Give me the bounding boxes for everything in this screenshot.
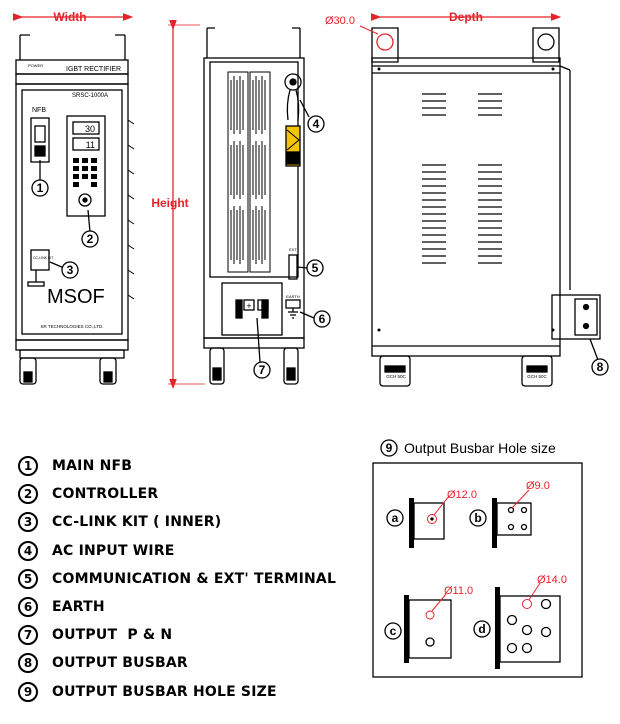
callout-7-number: 7: [259, 363, 266, 377]
legend-text: OUTPUT P & N: [52, 627, 173, 644]
p-symbol: +: [246, 301, 251, 311]
output-pn-box: [221, 282, 283, 336]
caster-left: [19, 357, 37, 385]
cc-link-box: [30, 249, 50, 271]
busbar-title-number: 9: [386, 441, 393, 455]
legend-item: 7 OUTPUT P & N: [18, 621, 348, 649]
brand-label: MSOF: [47, 286, 105, 308]
callout-2-number: 2: [87, 232, 94, 246]
busbar-letter-b: b: [474, 511, 481, 525]
busbar-title-number-circle: [380, 439, 398, 457]
callout-5: [306, 259, 324, 277]
company-label: SR TECHNOLOGIES CO.,LTD.: [40, 324, 103, 329]
legend-number: 5: [18, 568, 38, 589]
callout-5-number: 5: [312, 261, 319, 275]
busbar-size-b: Ø9.0: [526, 480, 550, 492]
callout-6-number: 6: [319, 312, 326, 326]
ext-label: EXT: [289, 247, 297, 252]
legend-item: 4 AC INPUT WIRE: [18, 537, 348, 565]
legend-number: 1: [18, 456, 38, 477]
busbar-panel-frame: [372, 462, 583, 678]
ac-input-gland: [284, 73, 302, 91]
callout-2: [81, 230, 99, 248]
legend-number: 2: [18, 484, 38, 505]
busbar-hole-panel: [372, 439, 583, 678]
busbar-size-a: Ø12.0: [447, 489, 477, 501]
caster-right: [99, 357, 117, 385]
display-top-value: 30: [85, 124, 95, 134]
cc-link-label: CC-LINK KIT: [33, 256, 54, 260]
earth-terminal: [285, 299, 301, 309]
legend-number: 7: [18, 625, 38, 646]
rear-cabinet: [371, 57, 561, 357]
busbar-size-c: Ø11.0: [444, 585, 473, 597]
nfb-label: NFB: [32, 107, 46, 114]
lifting-hole-left: [376, 33, 394, 51]
output-busbar: [551, 294, 601, 340]
legend-number: 9: [18, 681, 38, 702]
callout-4-number: 4: [313, 117, 320, 131]
busbar-letter-d: d: [478, 622, 485, 636]
callout-3: [61, 261, 79, 279]
rear-view: [370, 13, 601, 387]
side-view: [168, 19, 305, 390]
legend-number: 3: [18, 512, 38, 533]
legend-list: 1 MAIN NFB 2 CONTROLLER 3 CC-LINK KIT ( INN…: [18, 452, 348, 706]
callouts: [31, 99, 609, 379]
callout-8-number: 8: [597, 360, 604, 374]
legend-item: 3 CC-LINK KIT ( INNER): [18, 508, 348, 536]
legend-item: 2 CONTROLLER: [18, 480, 348, 508]
power-label: POWER: [28, 63, 43, 68]
busbar-title: Output Busbar Hole size: [404, 440, 556, 456]
earth-label: EARTH: [286, 294, 300, 299]
caster-label-left: GCH 50C: [386, 374, 406, 379]
callout-8: [591, 358, 609, 376]
heatsink-fins: [227, 71, 271, 273]
callout-1: [31, 179, 49, 197]
legend-item: 9 OUTPUT BUSBAR HOLE SIZE: [18, 678, 348, 706]
callout-1-number: 1: [37, 181, 44, 195]
callout-6: [313, 310, 331, 328]
busbar-size-d: Ø14.0: [537, 574, 567, 586]
depth-label: Depth: [449, 10, 483, 24]
product-name: IGBT RECTIFIER: [66, 66, 121, 73]
busbar-letter-c: c: [390, 624, 397, 638]
legend-item: 1 MAIN NFB: [18, 452, 348, 480]
legend-text: CONTROLLER: [52, 486, 159, 503]
callout-7: [253, 361, 271, 379]
legend-text: MAIN NFB: [52, 458, 133, 475]
caster-label-right: GCH 50C: [527, 374, 547, 379]
legend-item: 8 OUTPUT BUSBAR: [18, 649, 348, 677]
display-bottom-value: 11: [86, 140, 95, 150]
callout-3-number: 3: [67, 263, 74, 277]
n-symbol: −: [260, 301, 265, 311]
ext-terminal: [288, 254, 298, 280]
width-label: Width: [53, 10, 86, 24]
hole-diameter-label: Ø30.0: [325, 15, 355, 27]
legend-number: 8: [18, 653, 38, 674]
legend-text: OUTPUT BUSBAR HOLE SIZE: [52, 683, 277, 700]
legend-text: COMMUNICATION & EXT' TERMINAL: [52, 570, 337, 587]
model-label: SRSC-1000A: [72, 93, 108, 99]
legend-text: AC INPUT WIRE: [52, 542, 175, 559]
busbar-letter-a: a: [392, 511, 399, 525]
legend-number: 6: [18, 597, 38, 618]
legend-text: EARTH: [52, 599, 105, 616]
controller-panel: [66, 115, 106, 217]
front-view: [12, 13, 135, 385]
legend-text: CC-LINK KIT ( INNER): [52, 514, 222, 531]
height-label: Height: [151, 196, 188, 210]
legend-text: OUTPUT BUSBAR: [52, 655, 188, 672]
legend-number: 4: [18, 540, 38, 561]
callout-4: [307, 115, 325, 133]
vent-slots: [422, 93, 502, 264]
legend-item: 6 EARTH: [18, 593, 348, 621]
legend-item: 5 COMMUNICATION & EXT' TERMINAL: [18, 565, 348, 593]
